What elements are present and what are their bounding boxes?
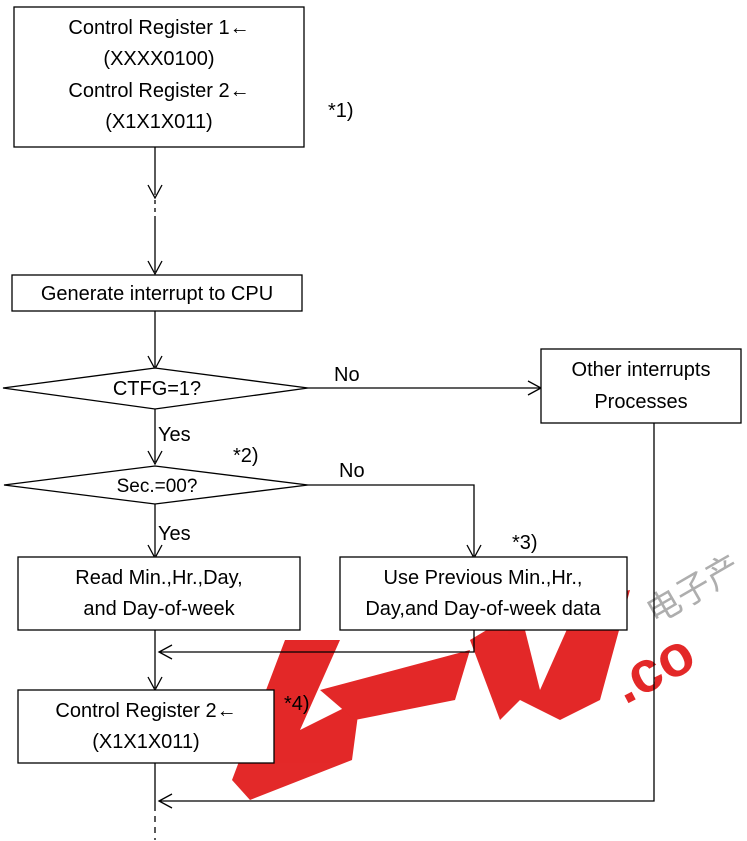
- generate-label: Generate interrupt to CPU: [41, 283, 273, 305]
- previous-line-1: Use Previous Min.,Hr.,: [384, 567, 583, 589]
- other-line-1: Other interrupts: [572, 359, 711, 381]
- decision-ctfg-label: CTFG=1?: [113, 378, 201, 400]
- connector-previous-merge: [160, 630, 475, 653]
- previous-line-2: Day,and Day-of-week data: [365, 598, 601, 620]
- init-line-2: (XXXX0100): [103, 48, 214, 70]
- arrowhead-ctfg-yes: [147, 450, 163, 466]
- connector-sec-no: [308, 484, 475, 556]
- note-3: *3): [512, 532, 538, 554]
- arrowhead-1b: [147, 260, 163, 276]
- init-line-1: Control Register 1←: [68, 17, 249, 39]
- generate-box: [11, 274, 303, 312]
- connector-other-return: [160, 423, 655, 802]
- arrowhead-other-return: [157, 793, 173, 809]
- note-1: *1): [328, 100, 354, 122]
- init-line-4: (X1X1X011): [105, 111, 212, 133]
- arrowhead-1a: [147, 184, 163, 200]
- reset-line-1: Control Register 2←: [55, 700, 236, 722]
- read-line-1: Read Min.,Hr.,Day,: [75, 567, 242, 589]
- decision-sec-label: Sec.=00?: [117, 476, 198, 497]
- note-4: *4): [284, 693, 310, 715]
- other-box: [540, 348, 742, 424]
- previous-box: [339, 556, 628, 631]
- branch-ctfg-no: No: [334, 364, 360, 386]
- branch-sec-yes: Yes: [158, 523, 191, 545]
- arrowhead-previous-merge: [157, 644, 173, 660]
- read-line-2: and Day-of-week: [83, 598, 235, 620]
- init-line-3: Control Register 2←: [68, 80, 249, 102]
- read-box: [17, 556, 301, 631]
- init-box: [13, 6, 305, 148]
- reset-box: [17, 689, 275, 764]
- note-2: *2): [233, 445, 259, 467]
- reset-line-2: (X1X1X011): [92, 731, 199, 753]
- other-line-2: Processes: [594, 391, 687, 413]
- branch-ctfg-yes: Yes: [158, 424, 191, 446]
- branch-sec-no: No: [339, 460, 365, 482]
- watermark-chinese: 电子产: [640, 547, 747, 633]
